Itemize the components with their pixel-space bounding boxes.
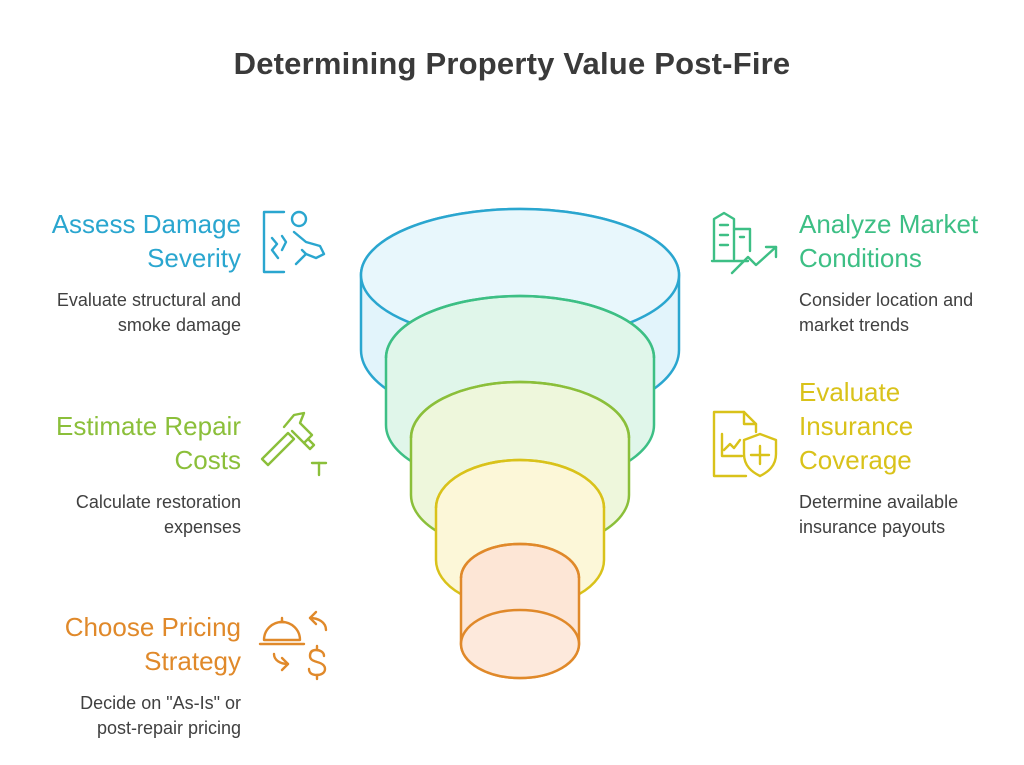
step-heading: Choose Pricing Strategy	[64, 612, 241, 676]
damaged-house-person-icon	[262, 210, 326, 274]
step-description: Determine available insurance payouts	[799, 492, 959, 537]
document-shield-icon	[712, 410, 778, 478]
step-heading: Analyze Market Conditions	[799, 209, 979, 273]
buildings-trend-icon	[710, 211, 778, 275]
step-description: Consider location and market trends	[799, 290, 974, 335]
funnel-layer-5	[459, 542, 581, 680]
step-description: Calculate restoration expenses	[75, 492, 241, 537]
step-description: Decide on "As-Is" or post-repair pricing	[80, 693, 241, 738]
step-heading: Estimate Repair Costs	[56, 411, 241, 475]
step-heading: Evaluate Insurance Coverage	[799, 377, 914, 475]
hammer-nail-icon	[260, 411, 328, 477]
step-choose-pricing: Choose Pricing Strategy Decide on "As-Is…	[10, 610, 241, 741]
page-title: Determining Property Value Post-Fire	[233, 46, 791, 81]
step-assess-damage: Assess Damage Severity Evaluate structur…	[10, 207, 241, 338]
step-estimate-repair: Estimate Repair Costs Calculate restorat…	[10, 409, 241, 540]
step-heading: Assess Damage Severity	[51, 209, 241, 273]
step-description: Evaluate structural and smoke damage	[56, 290, 241, 335]
step-analyze-market: Analyze Market Conditions Consider locat…	[799, 207, 1019, 338]
step-evaluate-insurance: Evaluate Insurance Coverage Determine av…	[799, 375, 1019, 540]
cloche-dollar-icon	[258, 610, 328, 681]
